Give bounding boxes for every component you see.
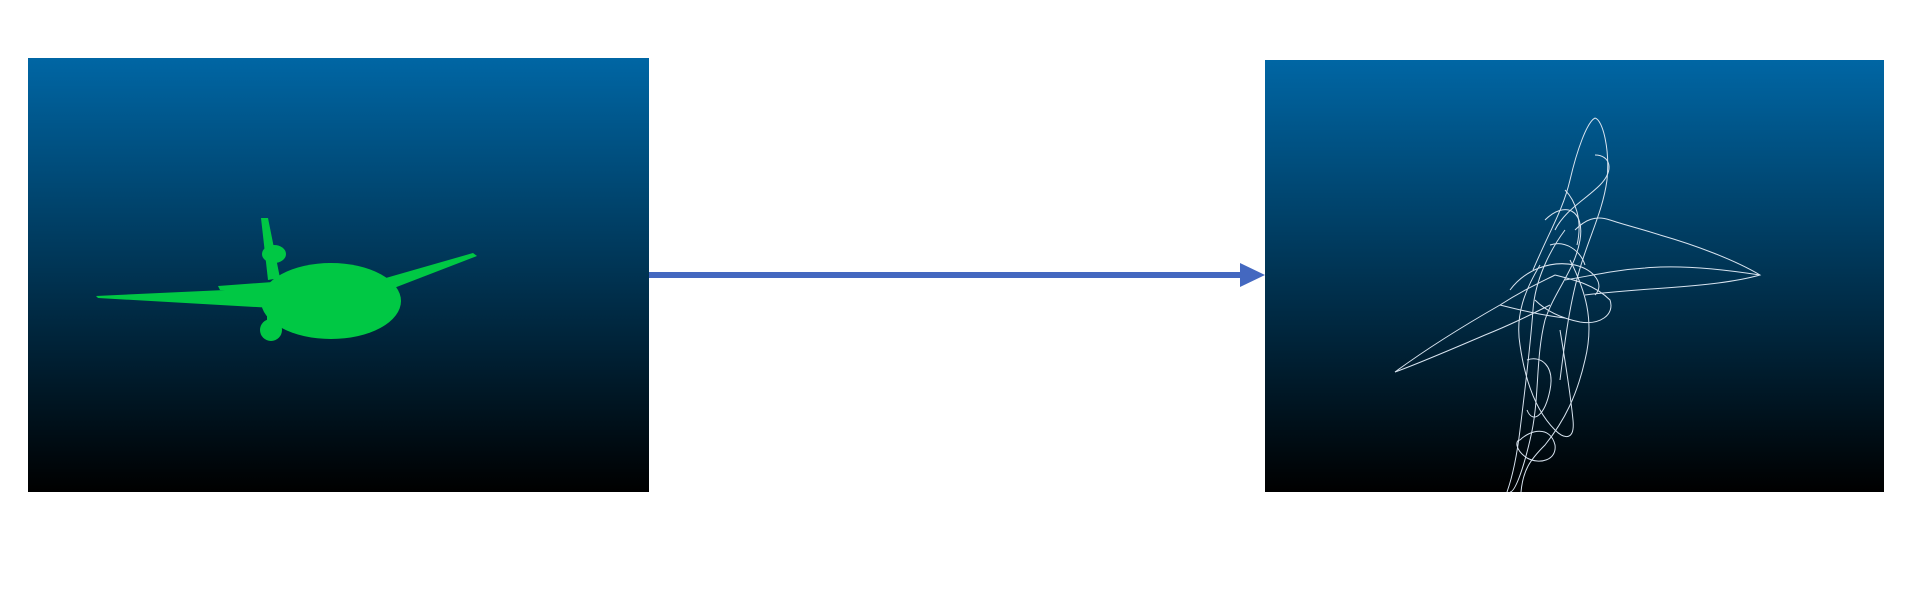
- curve: [1526, 358, 1552, 418]
- arrow-head: [1240, 263, 1265, 287]
- curve: [1549, 243, 1586, 266]
- curve: [1534, 274, 1612, 324]
- curve: [1499, 304, 1566, 319]
- airplane-silhouette: [96, 218, 477, 341]
- source-panel: [28, 58, 649, 492]
- far-stub-wing: [218, 282, 274, 290]
- curve: [1394, 274, 1556, 373]
- curve: [1554, 154, 1610, 231]
- curve: [1559, 117, 1609, 381]
- curve: [1509, 263, 1600, 296]
- gradient-background: [1265, 60, 1884, 492]
- result-panel: [1265, 60, 1884, 492]
- left-wing: [96, 288, 273, 308]
- tail-engine: [262, 245, 286, 263]
- curve: [1584, 234, 1762, 296]
- curve: [1394, 304, 1551, 373]
- arrow-shaft: [649, 272, 1243, 278]
- left-engine-pylon: [267, 314, 272, 330]
- result-image: [1265, 60, 1884, 492]
- curve: [1516, 430, 1556, 462]
- curve: [1532, 117, 1596, 271]
- curve: [1564, 189, 1580, 246]
- right-engine: [363, 307, 383, 327]
- curve: [1518, 264, 1574, 438]
- curve-network-airplane: [1394, 117, 1762, 492]
- curve: [1564, 266, 1761, 281]
- curve: [1574, 217, 1661, 236]
- source-image: [28, 58, 649, 492]
- curve: [1520, 259, 1590, 492]
- cockpit: [328, 263, 373, 298]
